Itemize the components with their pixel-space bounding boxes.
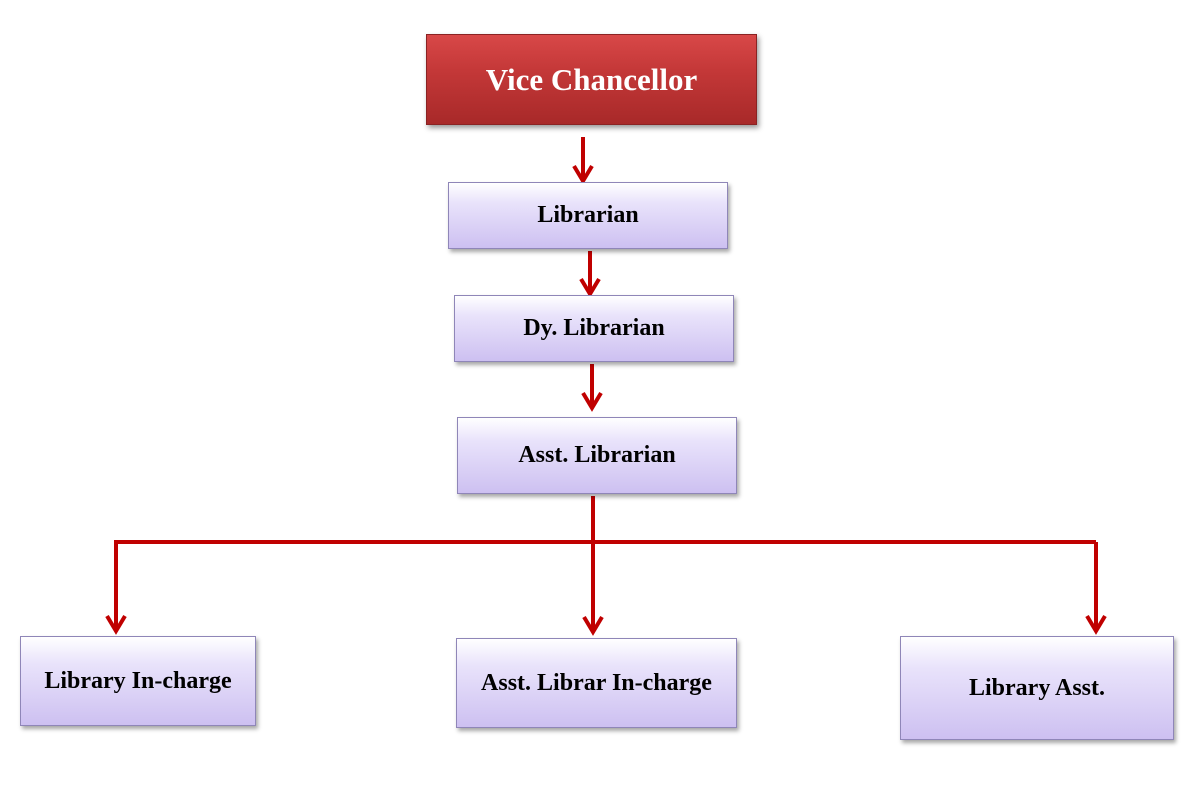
node-asst-librar-incharge: Asst. Librar In-charge: [456, 638, 737, 728]
node-label-asst-librar-incharge: Asst. Librar In-charge: [481, 669, 712, 696]
arrowhead-library-asst: [1085, 614, 1107, 635]
node-label-asst-librarian: Asst. Librarian: [518, 442, 676, 468]
node-label-library-incharge: Library In-charge: [44, 667, 232, 694]
node-vice-chancellor: Vice Chancellor: [426, 34, 757, 125]
node-dy-librarian: Dy. Librarian: [454, 295, 734, 362]
node-asst-librarian: Asst. Librarian: [457, 417, 737, 494]
node-label-librarian: Librarian: [537, 202, 639, 228]
arrowhead-librarian: [572, 164, 594, 185]
arrowhead-asst-librarian: [581, 391, 603, 412]
node-librarian: Librarian: [448, 182, 728, 249]
node-library-incharge: Library In-charge: [20, 636, 256, 726]
arrowhead-dy-librarian: [579, 277, 601, 298]
node-library-asst: Library Asst.: [900, 636, 1174, 740]
arrowhead-library-incharge: [105, 614, 127, 635]
node-label-dy-librarian: Dy. Librarian: [523, 315, 665, 341]
arrowhead-asst-librar-incharge: [582, 615, 604, 636]
node-label-vice-chancellor: Vice Chancellor: [485, 61, 698, 97]
node-label-library-asst: Library Asst.: [968, 674, 1105, 701]
